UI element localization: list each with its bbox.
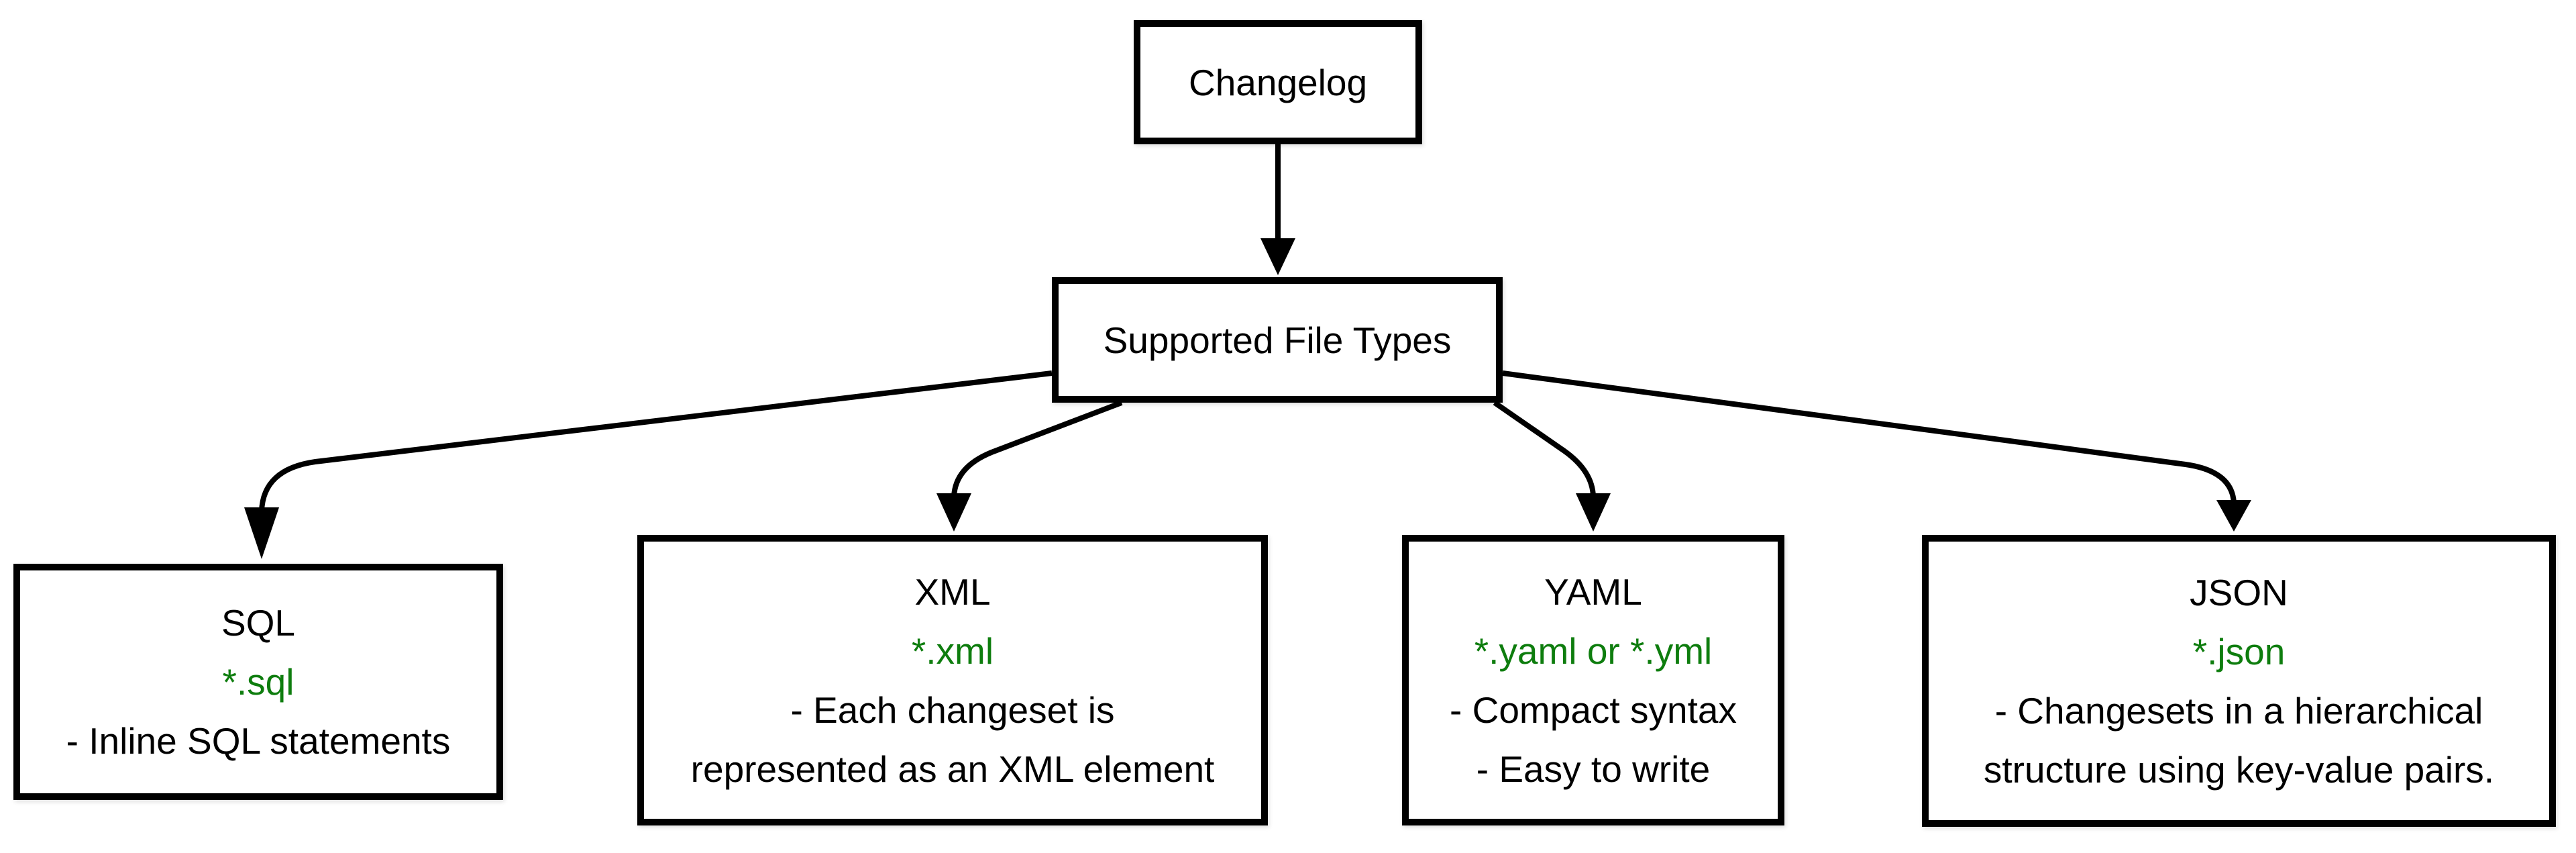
arrow-hub-to-xml: [936, 400, 1123, 532]
node-json-note-line-2: structure using key-value pairs.: [1983, 748, 2495, 791]
arrow-hub-to-sql: [244, 370, 1053, 559]
node-xml-note-line-2: represented as an XML element: [690, 748, 1215, 790]
node-yaml-note-line-1: - Compact syntax: [1450, 689, 1737, 731]
node-yaml-extension: *.yaml or *.yml: [1474, 630, 1713, 672]
node-supported-file-types: Supported File Types: [1052, 277, 1503, 403]
node-yaml-title: YAML: [1544, 570, 1642, 613]
node-supported-file-types-label: Supported File Types: [1103, 319, 1452, 361]
node-changelog-label: Changelog: [1188, 61, 1368, 103]
node-xml-title: XML: [914, 570, 991, 613]
node-sql-note: - Inline SQL statements: [66, 720, 451, 762]
node-json: JSON *.json - Changesets in a hierarchic…: [1922, 535, 2556, 827]
node-sql: SQL *.sql - Inline SQL statements: [13, 564, 503, 800]
node-xml-note-line-1: - Each changeset is: [790, 689, 1115, 731]
node-changelog: Changelog: [1134, 20, 1422, 144]
arrow-changelog-to-hub: [1260, 143, 1295, 275]
node-json-extension: *.json: [2192, 630, 2286, 672]
node-xml: XML *.xml - Each changeset is represente…: [637, 535, 1268, 825]
node-sql-title: SQL: [221, 602, 296, 644]
node-yaml-note-line-2: - Easy to write: [1476, 748, 1711, 790]
node-xml-extension: *.xml: [911, 630, 994, 672]
arrow-hub-to-json: [1502, 370, 2251, 532]
node-yaml: YAML *.yaml or *.yml - Compact syntax - …: [1402, 535, 1784, 825]
node-json-title: JSON: [2190, 571, 2288, 613]
arrow-hub-to-yaml: [1493, 400, 1611, 532]
node-sql-extension: *.sql: [222, 661, 294, 703]
node-json-note-line-1: - Changesets in a hierarchical: [1994, 689, 2483, 732]
